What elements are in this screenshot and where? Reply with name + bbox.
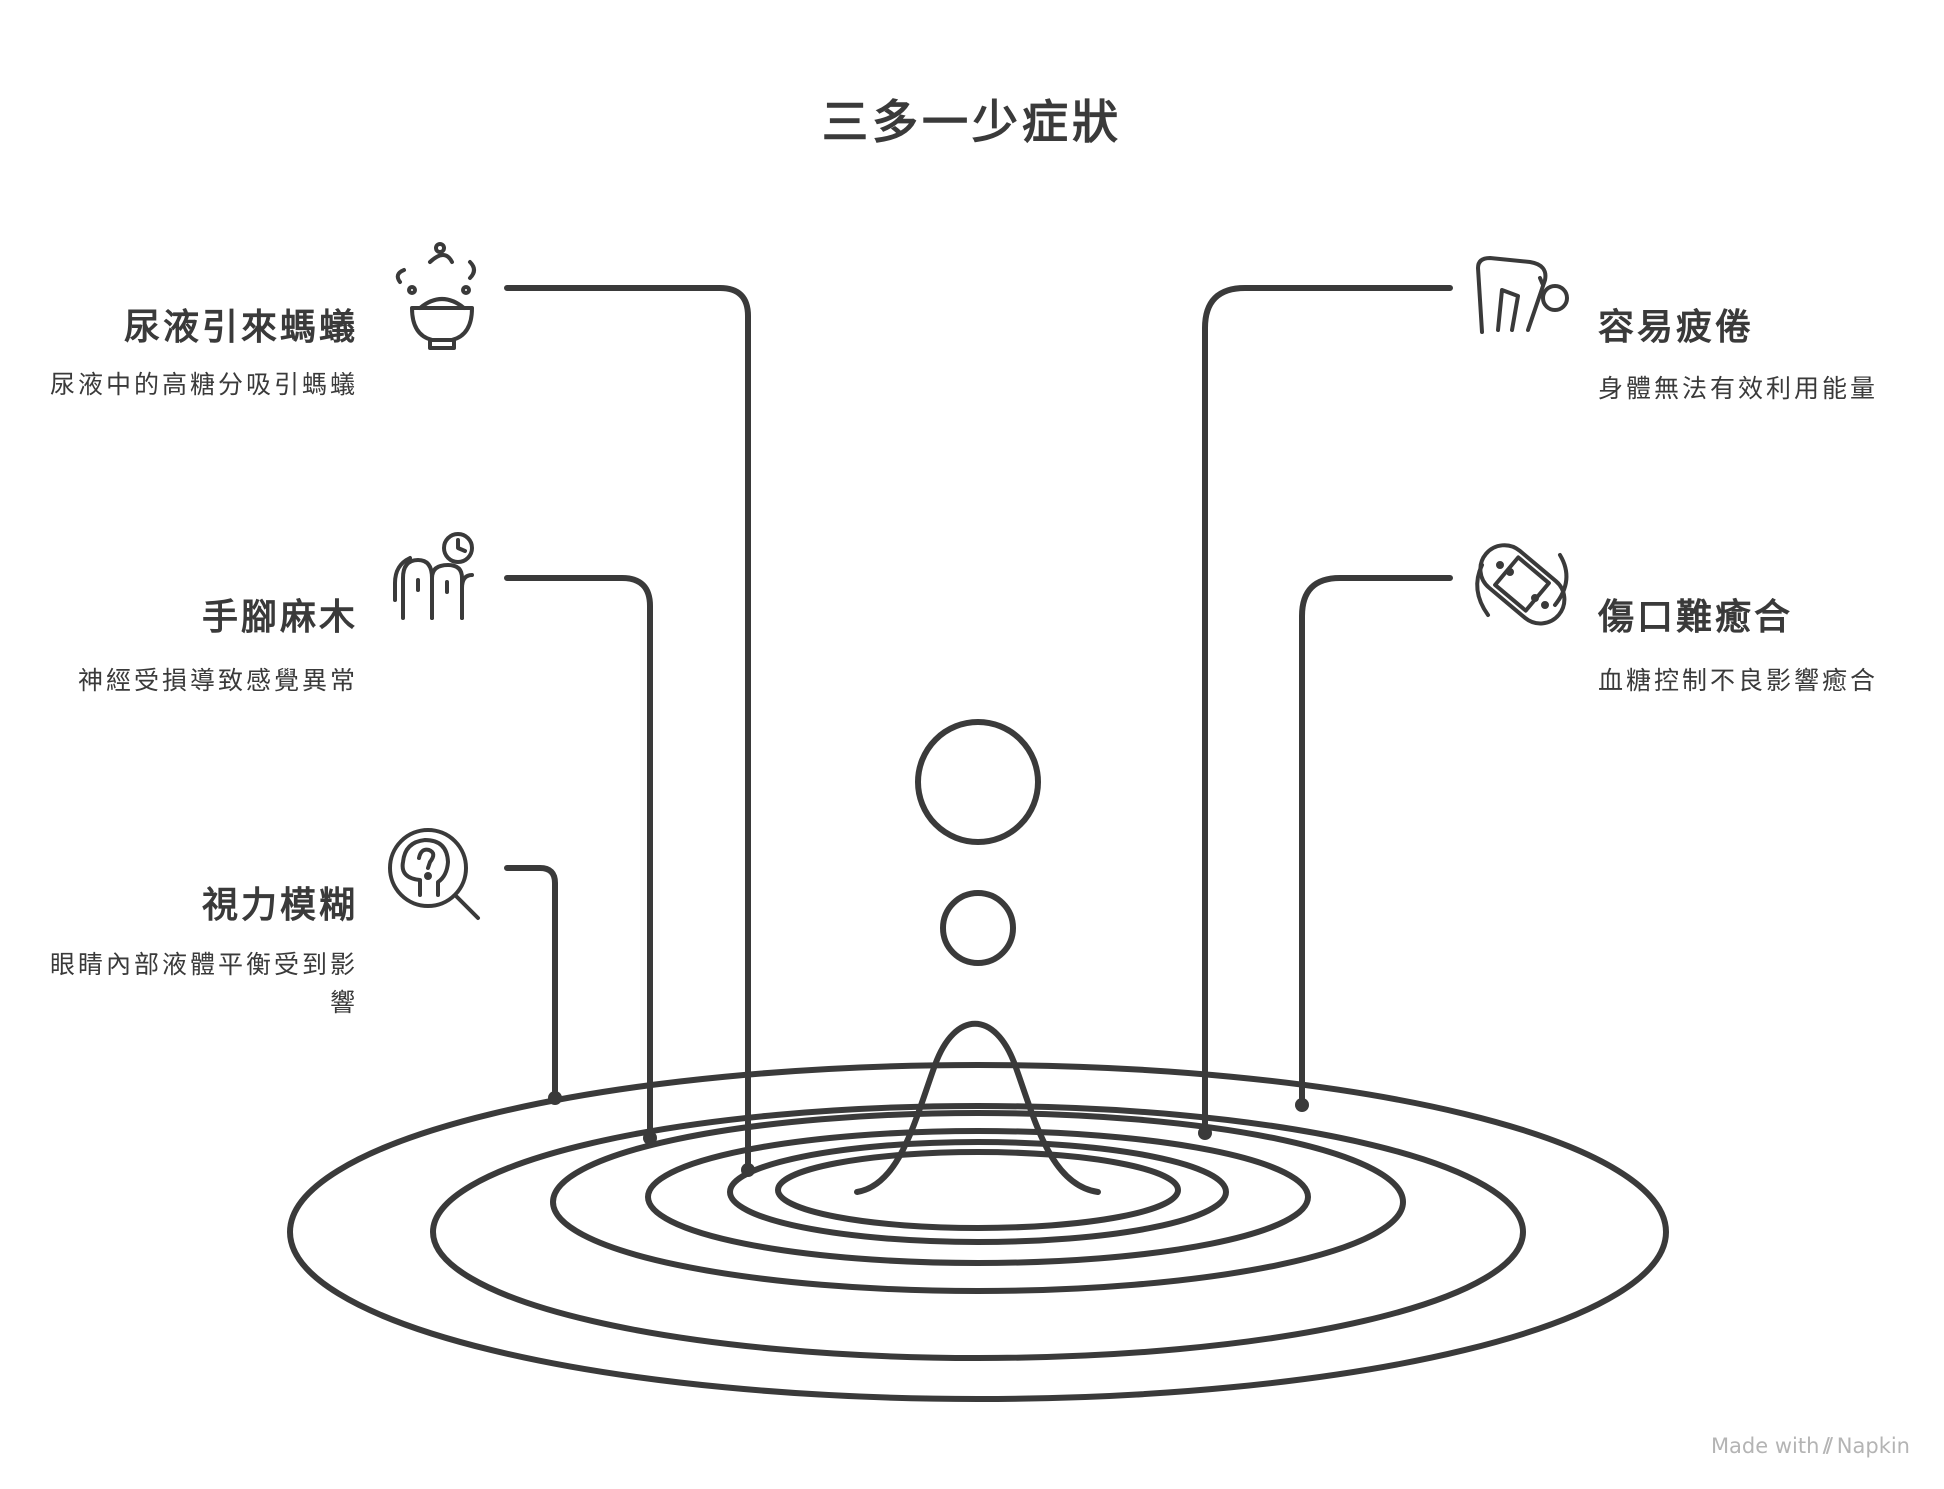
connector-slow-healing <box>1299 575 1453 1108</box>
connector-dot <box>1198 1126 1212 1140</box>
ripple-ring-3 <box>550 1110 1406 1294</box>
item-title-slow-healing: 傷口難癒合 <box>1598 597 1794 638</box>
item-desc-blurred-vision: 眼睛內部液體平衡受到影響 <box>49 950 358 1017</box>
fingers-clock-icon <box>393 532 474 620</box>
bandage-icon <box>1475 543 1569 626</box>
watermark-brand: Napkin <box>1836 1434 1910 1458</box>
watermark-prefix: Made with <box>1710 1434 1820 1458</box>
ripple-ring-1 <box>287 1062 1669 1402</box>
tired-person-icon <box>1476 256 1569 334</box>
connector-numbness <box>504 575 653 1141</box>
napkin-logo-icon: ⫽ <box>1823 1434 1833 1458</box>
connector-urine-ants <box>504 285 751 1173</box>
connector-dot <box>548 1091 562 1105</box>
droplet-large <box>915 719 1041 845</box>
napkin-watermark: Made with⫽Napkin <box>1711 1434 1910 1459</box>
ripple-ring-2 <box>430 1103 1526 1361</box>
ripple-ring-5 <box>727 1139 1229 1245</box>
bowl-splash-icon <box>395 242 476 350</box>
item-desc-fatigue: 身體無法有效利用能量 <box>1598 374 1879 403</box>
splash-peak <box>854 1020 1101 1195</box>
connector-dot <box>1295 1098 1309 1112</box>
connector-fatigue <box>1202 285 1453 1136</box>
connector-dot <box>741 1163 755 1177</box>
item-desc-numbness: 神經受損導致感覺異常 <box>77 666 358 695</box>
item-desc-urine-ants: 尿液中的高糖分吸引螞蟻 <box>49 370 358 399</box>
connector-dot <box>643 1131 657 1145</box>
item-desc-slow-healing: 血糖控制不良影響癒合 <box>1598 666 1879 695</box>
item-title-numbness: 手腳麻木 <box>201 597 358 638</box>
head-question-magnifier-icon <box>388 828 480 920</box>
ripple-ring-6 <box>775 1149 1181 1231</box>
ripple-ring-4 <box>645 1128 1311 1266</box>
droplet-small <box>940 890 1016 966</box>
connector-blurred-vision <box>504 865 558 1101</box>
item-title-blurred-vision: 視力模糊 <box>201 885 358 926</box>
page-title: 三多一少症狀 <box>822 95 1122 149</box>
item-title-fatigue: 容易疲倦 <box>1598 307 1755 348</box>
item-title-urine-ants: 尿液引來螞蟻 <box>123 307 358 348</box>
